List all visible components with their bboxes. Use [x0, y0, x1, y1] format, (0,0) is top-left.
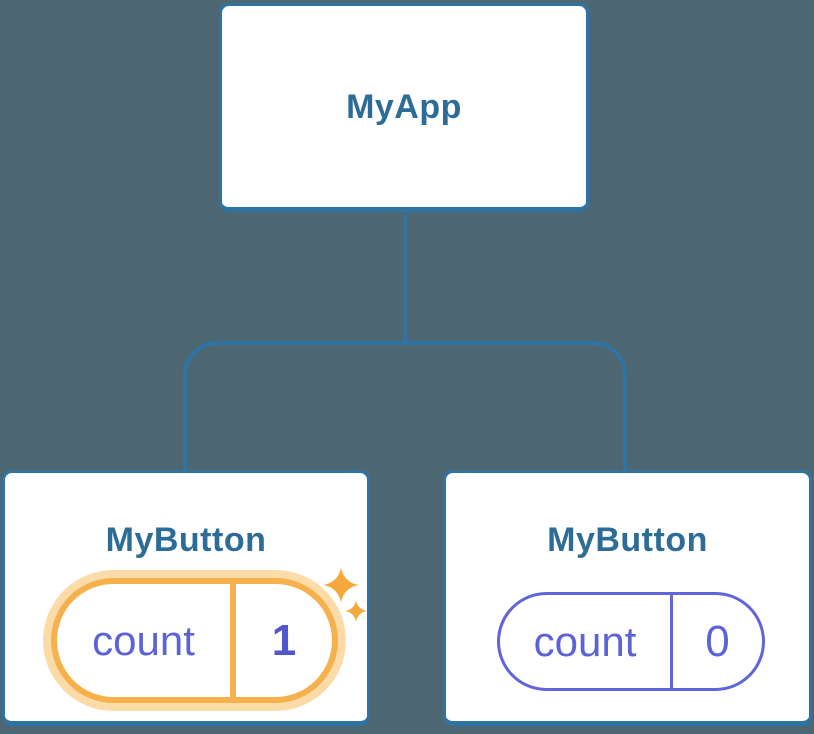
connector-root-stem [403, 214, 407, 344]
node-label: MyButton [547, 521, 708, 559]
state-name-cell: count [500, 595, 670, 688]
connector-children-bracket [183, 341, 627, 470]
state-pill-highlighted: count 1 [51, 578, 338, 703]
node-myapp: MyApp [219, 3, 589, 212]
pill-divider [670, 595, 673, 688]
state-value-cell: 1 [236, 584, 332, 697]
node-label: MyApp [346, 87, 462, 126]
state-value-cell: 0 [673, 595, 762, 688]
sparkle-icon [323, 567, 359, 603]
state-name-label: count [92, 616, 195, 664]
node-mybutton-updated: MyButton count 1 [2, 470, 370, 726]
state-name-cell: count [57, 584, 230, 697]
state-name-label: count [533, 617, 637, 665]
node-label: MyButton [105, 521, 267, 559]
state-value-label: 1 [271, 615, 297, 665]
sparkle-icon [345, 600, 367, 622]
node-mybutton-plain: MyButton count 0 [443, 470, 812, 726]
state-value-label: 0 [705, 616, 730, 666]
pill-divider [230, 584, 236, 697]
state-pill: count 0 [497, 592, 765, 691]
